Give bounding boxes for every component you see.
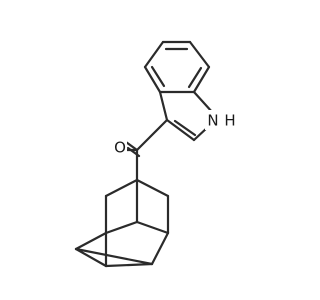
bond xyxy=(158,90,169,122)
double-bond-inner xyxy=(173,119,197,137)
double-bond xyxy=(124,140,139,152)
atom-label-nitrogen: N xyxy=(205,110,221,130)
bond xyxy=(74,247,154,266)
bond xyxy=(188,40,211,69)
nitrogen-label: N xyxy=(207,112,218,130)
molecule-structure: O N H xyxy=(74,40,236,268)
adamantane-cage xyxy=(74,178,170,268)
bond xyxy=(104,220,139,235)
double-bond-inner xyxy=(150,65,166,88)
bond xyxy=(104,178,139,198)
bond xyxy=(135,220,170,235)
bond xyxy=(150,231,170,266)
bond xyxy=(192,65,211,94)
bond xyxy=(143,40,165,69)
oxygen-label: O xyxy=(114,139,126,157)
pyrrole-ring xyxy=(158,90,215,142)
bond xyxy=(143,65,162,94)
bond xyxy=(192,90,215,115)
carbonyl-group xyxy=(123,118,169,182)
double-bond-inner xyxy=(187,66,203,89)
bond xyxy=(104,262,154,268)
atom-label-oxygen: O xyxy=(113,139,127,157)
bond xyxy=(135,178,170,198)
benzene-ring xyxy=(143,40,211,94)
bond xyxy=(74,247,108,268)
bond xyxy=(135,118,169,152)
bond xyxy=(74,231,108,251)
hydrogen-label: H xyxy=(224,112,235,130)
bond xyxy=(165,118,196,142)
atom-label-hydrogen: H xyxy=(224,112,235,130)
